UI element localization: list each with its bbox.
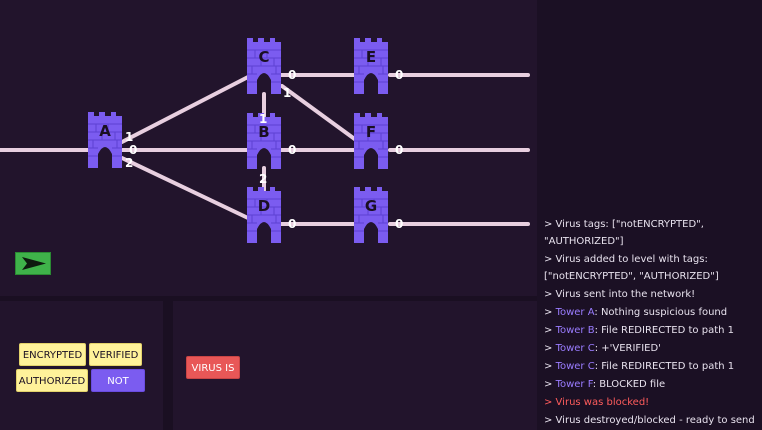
tower-e[interactable]: E: [354, 38, 388, 94]
log-line: > Virus added to level with tags: ["notE…: [544, 254, 719, 282]
path-a-d: [120, 156, 250, 220]
path-label-b-2: 2: [259, 172, 268, 186]
path-label-a-1: 1: [125, 130, 134, 144]
log-panel: > Virus tags: ["notENCRYPTED", "AUTHORIZ…: [537, 0, 762, 430]
path-label-g-0: 0: [395, 217, 404, 231]
log-line: > Virus sent into the network!: [544, 289, 696, 300]
log-line-error: > Virus was blocked!: [544, 397, 650, 408]
tower-d-icon: [247, 187, 281, 243]
path-label-a-2: 2: [125, 156, 134, 170]
log-line: > Tower F: BLOCKED file: [544, 379, 666, 390]
path-a-c: [120, 75, 250, 144]
tag-not[interactable]: NOT: [91, 369, 145, 392]
send-virus-button[interactable]: [15, 252, 51, 275]
path-label-b-1: 1: [259, 112, 268, 126]
tag-authorized[interactable]: AUTHORIZED: [16, 369, 88, 392]
tower-b[interactable]: B: [247, 113, 281, 169]
play-arrow-icon: [22, 257, 46, 270]
log-lines: > Virus tags: ["notENCRYPTED", "AUTHORIZ…: [544, 216, 758, 430]
tower-e-icon: [354, 38, 388, 94]
tower-a-icon: [88, 112, 122, 168]
tower-g[interactable]: G: [354, 187, 388, 243]
path-label-f-0: 0: [395, 143, 404, 157]
tower-e-label: E: [365, 48, 377, 66]
tag-panel: ENCRYPTED VERIFIED AUTHORIZED NOT: [0, 301, 163, 430]
tower-a-label: A: [99, 122, 111, 140]
rule-virus-is[interactable]: VIRUS IS: [186, 356, 240, 379]
network-paths: [0, 73, 530, 226]
tower-f-icon: [354, 113, 388, 169]
tower-c[interactable]: C: [247, 38, 281, 94]
tower-d[interactable]: D: [247, 187, 281, 243]
tag-verified[interactable]: VERIFIED: [89, 343, 142, 366]
path-c-f: [280, 84, 358, 142]
rule-panel: VIRUS IS: [173, 301, 537, 430]
log-line: > Virus tags: ["notENCRYPTED", "AUTHORIZ…: [544, 219, 704, 247]
tower-d-label: D: [257, 197, 271, 215]
tower-b-label: B: [258, 123, 270, 141]
path-label-a-0: 0: [129, 143, 138, 157]
tower-a[interactable]: A: [88, 112, 122, 168]
tower-c-icon: [247, 38, 281, 94]
path-label-b-0: 0: [288, 143, 297, 157]
tower-c-label: C: [258, 48, 270, 66]
tower-g-label: G: [364, 197, 378, 215]
tower-g-icon: [354, 187, 388, 243]
network-board: A B C D E F G 1 0 2 0 1 1: [0, 0, 537, 296]
log-line: > Tower B: File REDIRECTED to path 1: [544, 325, 735, 336]
tower-f-label: F: [365, 123, 377, 141]
path-label-e-0: 0: [395, 68, 404, 82]
log-line: > Virus destroyed/blocked - ready to sen…: [544, 415, 755, 426]
path-label-c-1: 1: [283, 86, 292, 100]
tower-f[interactable]: F: [354, 113, 388, 169]
log-line: > Tower C: +'VERIFIED': [544, 343, 661, 354]
path-label-c-0: 0: [288, 68, 297, 82]
log-line: > Tower A: Nothing suspicious found: [544, 307, 728, 318]
tag-encrypted[interactable]: ENCRYPTED: [19, 343, 86, 366]
path-label-d-0: 0: [288, 217, 297, 231]
log-line: > Tower C: File REDIRECTED to path 1: [544, 361, 735, 372]
